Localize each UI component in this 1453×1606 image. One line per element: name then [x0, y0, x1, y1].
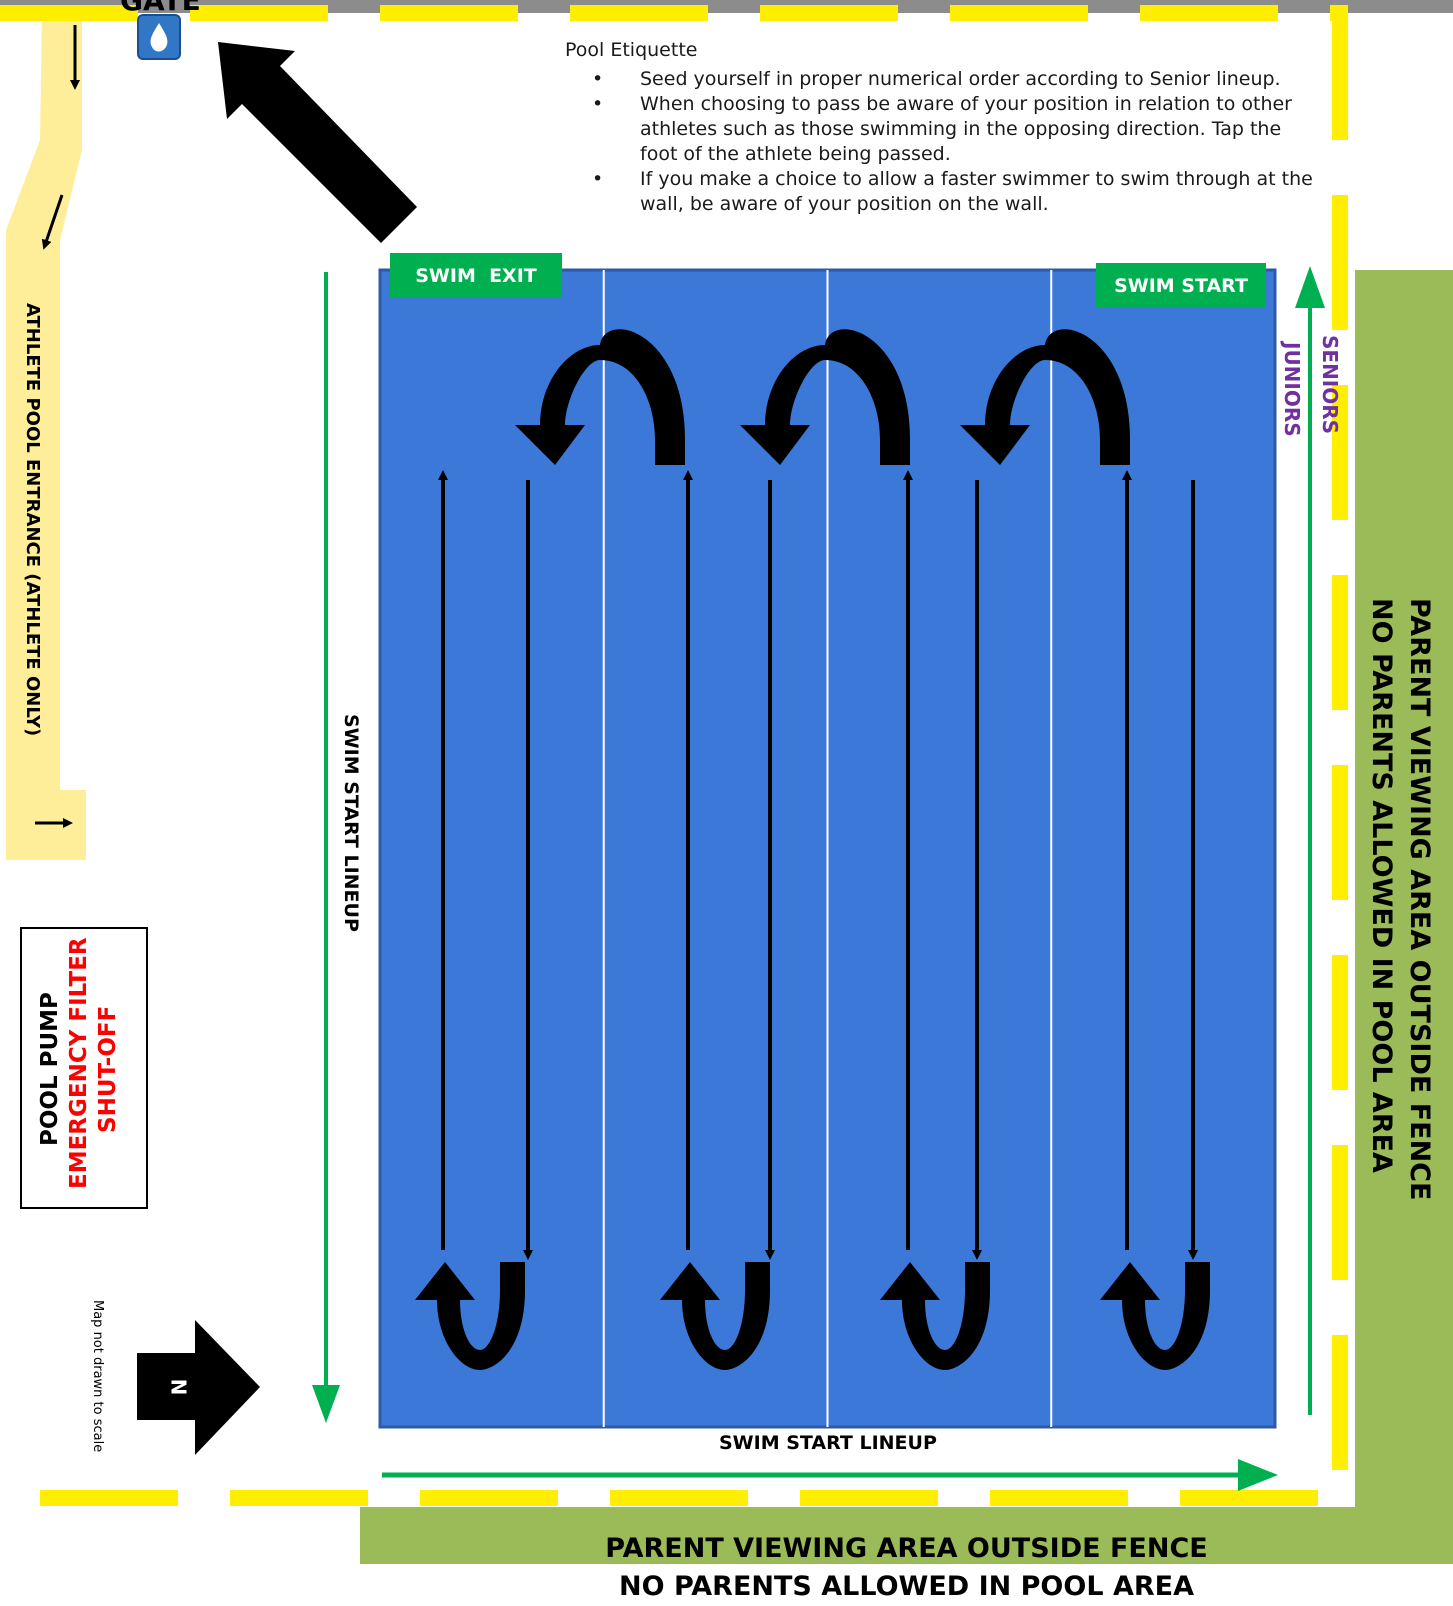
turn-arrow-bottom: [1100, 1262, 1210, 1370]
water-drop-icon: [137, 14, 181, 60]
etiquette-rules: Seed yourself in proper numerical order …: [565, 67, 1315, 217]
pool-pump-box: POOL PUMP EMERGENCY FILTER SHUT-OFF: [20, 927, 148, 1209]
etiquette-rule: Seed yourself in proper numerical order …: [565, 67, 1315, 92]
to-transition-arrow: [218, 42, 417, 243]
turn-arrow-top: [740, 329, 910, 465]
pool-pump-text: POOL PUMP EMERGENCY FILTER SHUT-OFF: [36, 937, 123, 1189]
etiquette-rule: When choosing to pass be aware of your p…: [565, 92, 1315, 167]
etiquette-title: Pool Etiquette: [565, 39, 698, 61]
lineup-arrow-right: [1295, 266, 1325, 1415]
north-arrow-icon: [137, 1320, 260, 1455]
turn-arrow-bottom: [415, 1262, 525, 1370]
pool-pump-title: POOL PUMP: [37, 992, 63, 1146]
pool-pump-line2: EMERGENCY FILTER: [66, 937, 92, 1189]
swim-exit-label: SWIM EXIT: [390, 253, 562, 298]
turn-arrow-bottom: [660, 1262, 770, 1370]
pool-etiquette: Pool Etiquette Seed yourself in proper n…: [565, 38, 1315, 217]
turn-arrow-top: [960, 329, 1130, 465]
parent-viewing-bottom-line2: NO PARENTS ALLOWED IN POOL AREA: [619, 1571, 1194, 1602]
parent-viewing-right: PARENT VIEWING AREA OUTSIDE FENCE NO PAR…: [1362, 598, 1438, 1200]
parent-viewing-area-bottom: [360, 1507, 1453, 1564]
swim-start-label: SWIM START: [1096, 263, 1266, 308]
scale-note: Map not drawn to scale: [90, 1300, 105, 1453]
parent-viewing-bottom-line1: PARENT VIEWING AREA OUTSIDE FENCE: [605, 1533, 1208, 1564]
path-arrow: [41, 194, 64, 250]
parent-viewing-bottom: PARENT VIEWING AREA OUTSIDE FENCE NO PAR…: [360, 1530, 1453, 1606]
lane-arrows: [415, 329, 1210, 1370]
etiquette-rule: If you make a choice to allow a faster s…: [565, 167, 1315, 217]
lane-lines: [602, 270, 1053, 1427]
seniors-label: SENIORS: [1318, 335, 1342, 435]
parent-viewing-area-right: [1355, 270, 1453, 1564]
lineup-arrow-bottom: [382, 1459, 1278, 1491]
swim-start-lineup-bottom: SWIM START LINEUP: [719, 1432, 937, 1454]
top-road-band: [0, 0, 1453, 13]
lineup-arrow-left: [312, 272, 340, 1423]
north-label: N: [166, 1378, 191, 1396]
juniors-label: JUNIORS: [1280, 342, 1304, 437]
parent-viewing-line1: PARENT VIEWING AREA OUTSIDE FENCE: [1404, 598, 1435, 1201]
pool-pump-line3: SHUT-OFF: [95, 1005, 121, 1133]
parent-viewing-line2: NO PARENTS ALLOWED IN POOL AREA: [1366, 598, 1397, 1173]
turn-arrow-top: [515, 329, 685, 465]
pool-map: [0, 0, 1453, 1564]
gate-label: GATE: [120, 0, 201, 17]
athlete-entrance-path: [6, 13, 86, 860]
turn-arrow-bottom: [880, 1262, 990, 1370]
swim-start-lineup-left: SWIM START LINEUP: [340, 714, 362, 932]
athlete-entrance-label: ATHLETE POOL ENTRANCE (ATHLETE ONLY): [22, 303, 43, 737]
